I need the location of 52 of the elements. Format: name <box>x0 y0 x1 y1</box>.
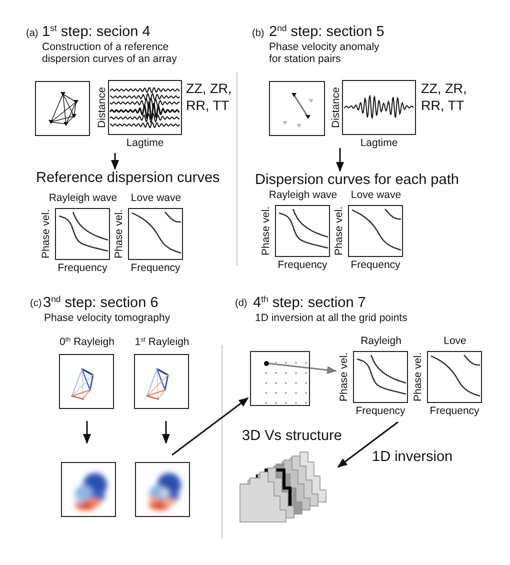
axis-label: Frequency <box>428 405 480 418</box>
plot-title: Love <box>442 335 468 348</box>
step-title: 3$^{nd}$ step: section 6 <box>43 295 158 312</box>
axis-label: Phase vel. <box>412 351 425 403</box>
plot-title: Rayleigh wave <box>268 189 338 202</box>
axis-label: Frequency <box>130 262 182 274</box>
panel-letter: (b) <box>252 28 264 40</box>
axis-label: Frequency <box>56 262 108 274</box>
component-label: ZZ, ZR, RR, TT <box>186 80 233 114</box>
step-description: Phase velocity tomography <box>44 312 172 324</box>
axis-label: Phase vel. <box>260 205 273 257</box>
axis-label: Phase vel. <box>40 208 53 260</box>
axis-label: Frequency <box>276 259 328 272</box>
structure-title: 3D Vs structure <box>242 428 342 445</box>
section-heading: Reference dispersion curves <box>36 170 231 190</box>
step-title: 2$^{nd}$ step: section 5 <box>269 24 384 41</box>
grid-point <box>264 361 269 366</box>
panel-letter: (a) <box>26 28 38 40</box>
panel-letter: (d) <box>235 298 248 310</box>
step-description: Construction of a reference dispersion curves of an array <box>42 41 178 66</box>
map-title: 1$^{st}$ Rayleigh <box>134 336 190 348</box>
plot-title: Love wave <box>130 192 182 204</box>
map-title: 0$^{th}$ Rayleigh <box>58 336 116 348</box>
axis-label: Lagtime <box>125 137 165 150</box>
axis-label: Distance <box>96 86 108 130</box>
axis-label: Distance <box>330 86 342 130</box>
axis-label: Phase vel. <box>338 351 351 403</box>
panel-letter: (c) <box>30 298 42 310</box>
arrow <box>337 421 398 468</box>
arrow <box>172 397 249 456</box>
axis-label: Phase vel. <box>113 208 126 260</box>
axis-label: Frequency <box>354 405 406 418</box>
arrow <box>336 148 344 172</box>
step-description: 1D inversion at all the grid points <box>255 312 408 324</box>
image-frame <box>135 462 190 517</box>
image-frame <box>61 462 116 517</box>
station-map-frame <box>35 81 90 136</box>
step-title: 4$^{th}$ step: section 7 <box>253 295 366 312</box>
grid-map-frame <box>250 351 310 406</box>
arrow <box>162 421 170 444</box>
plot-title: Rayleigh wave <box>48 192 118 204</box>
plot-title: Rayleigh <box>360 335 402 348</box>
component-label: ZZ, ZR, RR, TT <box>421 80 468 114</box>
arrow <box>111 153 119 170</box>
axis-label: Lagtime <box>359 137 399 150</box>
station-map-frame <box>269 81 325 136</box>
plot-title: Love wave <box>350 189 402 202</box>
axis-label: Frequency <box>350 259 402 272</box>
axis-label: Phase vel. <box>333 205 346 257</box>
arrow <box>83 421 91 444</box>
step-description: Phase velocity anomaly for station pairs <box>269 41 380 66</box>
step-title: 1$^{st}$ step: secion 4 <box>42 24 150 41</box>
